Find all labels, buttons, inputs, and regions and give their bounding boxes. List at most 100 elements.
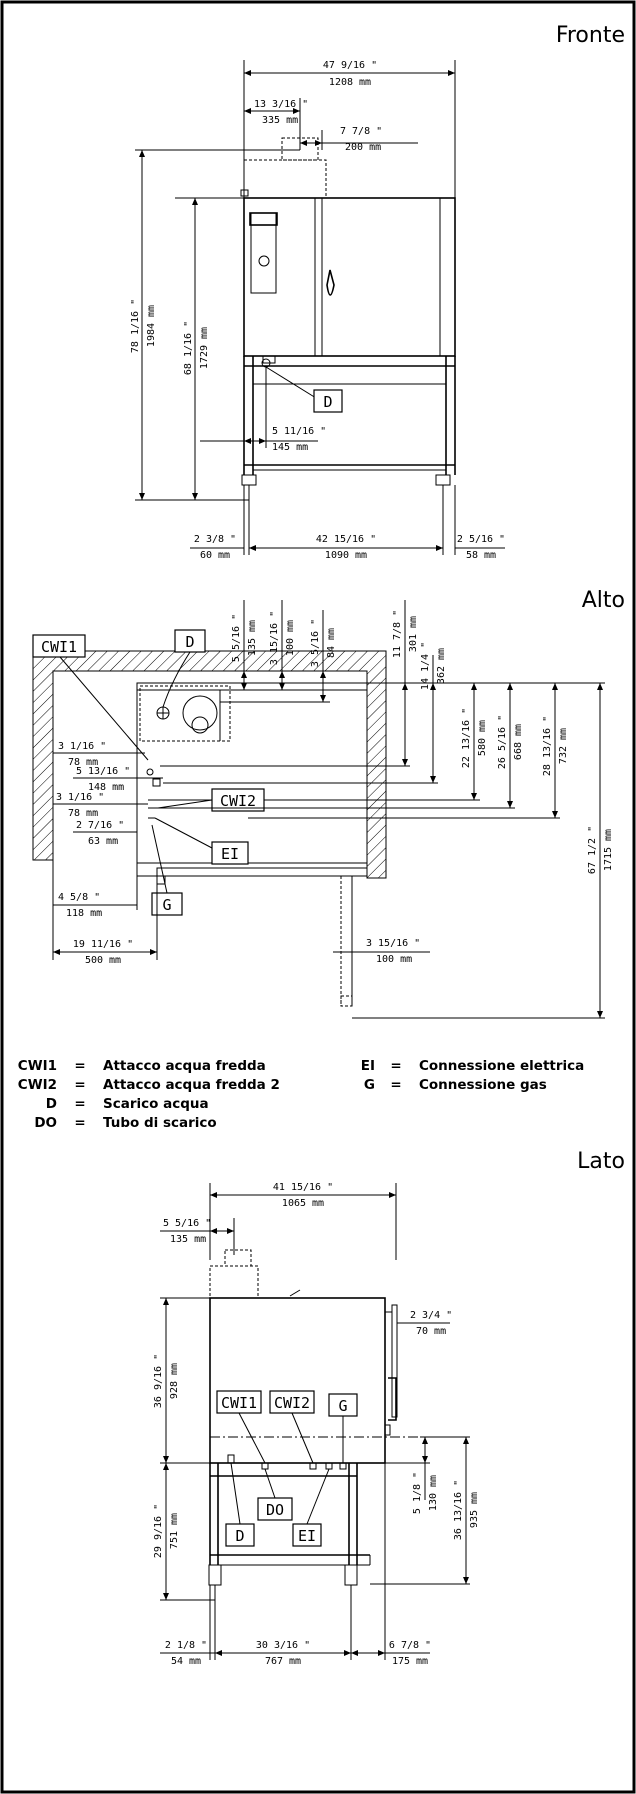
top-h5-mm: 118 mm — [66, 908, 102, 919]
top-dim5-in: 14 1/4 " — [420, 642, 431, 690]
side-feet-span-mm: 767 mm — [265, 1656, 301, 1667]
legend-eq: = — [390, 1058, 401, 1074]
top-h5-in: 4 5/8 " — [58, 892, 100, 903]
legend-code: G — [364, 1077, 375, 1093]
top-wall-hatch — [32, 650, 387, 879]
front-right-offset-in: 2 5/16 " — [457, 534, 505, 545]
front-oven-body — [243, 197, 456, 357]
top-h3-in: 3 1/16 " — [56, 792, 104, 803]
legend-code: CWI1 — [18, 1058, 57, 1074]
front-flue2-in: 7 7/8 " — [340, 126, 382, 137]
top-tag-g: G — [162, 896, 171, 914]
legend-eq: = — [74, 1096, 85, 1112]
front-left-offset-in: 2 3/8 " — [194, 534, 236, 545]
top-h2-in: 5 13/16 " — [76, 766, 130, 777]
front-door-handle — [326, 269, 335, 296]
side-tag-ei: EI — [298, 1527, 316, 1545]
top-h6-in: 19 11/16 " — [73, 939, 133, 950]
front-feet-span-mm: 1090 mm — [325, 550, 367, 561]
side-feet-span-in: 30 3/16 " — [256, 1640, 310, 1651]
side-conn-mm: 130 mm — [428, 1475, 439, 1511]
top-h2-mm: 148 mm — [88, 782, 124, 793]
side-view-title: Lato — [577, 1149, 625, 1174]
front-total-height-mm: 1984 mm — [146, 305, 157, 347]
top-dim1-mm: 135 mm — [247, 620, 258, 656]
legend-code: EI — [361, 1058, 375, 1074]
side-tag-do: DO — [266, 1501, 284, 1519]
legend-text: Connessione elettrica — [419, 1058, 584, 1074]
side-right-offset-in: 6 7/8 " — [389, 1640, 431, 1651]
side-handle-mm: 70 mm — [416, 1326, 446, 1337]
front-view-title: Fronte — [556, 23, 625, 48]
legend-text: Attacco acqua fredda 2 — [103, 1077, 280, 1093]
side-tag-cwi2: CWI2 — [274, 1394, 310, 1412]
legend-eq: = — [74, 1058, 85, 1074]
side-oven-height-mm: 928 mm — [169, 1363, 180, 1399]
front-width-in: 47 9/16 " — [323, 60, 377, 71]
top-dim3-mm: 84 mm — [326, 628, 337, 658]
legend-code: D — [46, 1096, 57, 1112]
top-dim8-mm: 732 mm — [558, 728, 569, 764]
front-view: Fronte 47 9/16 " 1208 mm 13 3/16 " 335 m… — [130, 23, 625, 561]
front-total-height-in: 78 1/16 " — [130, 299, 141, 353]
side-oven-body — [209, 1297, 386, 1464]
front-flue2-mm: 200 mm — [345, 142, 381, 153]
front-left-offset-mm: 60 mm — [200, 550, 230, 561]
top-dim7-in: 26 5/16 " — [497, 715, 508, 769]
top-dim9-in: 67 1/2 " — [587, 826, 598, 874]
front-flue-in: 13 3/16 " — [254, 99, 308, 110]
side-tag-d: D — [235, 1527, 244, 1545]
top-dim6-mm: 580 mm — [477, 720, 488, 756]
legend: CWI1 = Attacco acqua fredda CWI2 = Attac… — [18, 1058, 584, 1131]
top-tag-d: D — [185, 633, 194, 651]
side-handle-in: 2 3/4 " — [410, 1310, 452, 1321]
legend-text: Attacco acqua fredda — [103, 1058, 266, 1074]
top-tag-ei: EI — [221, 845, 239, 863]
side-left-offset-mm: 54 mm — [171, 1656, 201, 1667]
top-dim7-mm: 668 mm — [513, 724, 524, 760]
side-conn-total-mm: 935 mm — [469, 1492, 480, 1528]
legend-eq: = — [74, 1077, 85, 1093]
top-dim2-in: 3 15/16 " — [269, 611, 280, 665]
side-stand-height-in: 29 9/16 " — [153, 1504, 164, 1558]
front-flue-mm: 335 mm — [262, 115, 298, 126]
top-dim6-in: 22 13/16 " — [461, 708, 472, 768]
front-drain-in: 5 11/16 " — [272, 426, 326, 437]
top-h7-mm: 100 mm — [376, 954, 412, 965]
legend-text: Connessione gas — [419, 1077, 547, 1093]
front-tag-d: D — [323, 393, 332, 411]
side-depth-in: 41 15/16 " — [273, 1182, 333, 1193]
legend-code: DO — [34, 1115, 57, 1131]
top-dim9-mm: 1715 mm — [603, 829, 614, 871]
side-door-handle — [388, 1377, 397, 1421]
front-right-offset-mm: 58 mm — [466, 550, 496, 561]
top-dim1-in: 5 5/16 " — [231, 614, 242, 662]
side-conn-total-in: 36 13/16 " — [453, 1480, 464, 1540]
front-drain-mm: 145 mm — [272, 442, 308, 453]
top-h3-mm: 78 mm — [68, 808, 98, 819]
top-dim3-in: 3 5/16 " — [310, 619, 321, 667]
side-conn-in: 5 1/8 " — [412, 1472, 423, 1514]
top-dim2-mm: 100 mm — [285, 620, 296, 656]
top-h1-in: 3 1/16 " — [58, 741, 106, 752]
side-left-offset-in: 2 1/8 " — [165, 1640, 207, 1651]
top-view: Alto CWI1 D CWI2 — [32, 588, 625, 1019]
top-dim8-in: 28 13/16 " — [542, 716, 553, 776]
front-width-mm: 1208 mm — [329, 77, 371, 88]
side-stand-height-mm: 751 mm — [169, 1513, 180, 1549]
legend-text: Scarico acqua — [103, 1096, 209, 1112]
side-right-offset-mm: 175 mm — [392, 1656, 428, 1667]
legend-code: CWI2 — [18, 1077, 57, 1093]
top-h4-in: 2 7/16 " — [76, 820, 124, 831]
side-view: Lato 41 15/16 " 1065 mm 5 5/16 " 135 mm — [153, 1149, 625, 1667]
front-oven-height-mm: 1729 mm — [199, 327, 210, 369]
top-dim4-mm: 301 mm — [408, 616, 419, 652]
top-h6-mm: 500 mm — [85, 955, 121, 966]
front-feet-span-in: 42 15/16 " — [316, 534, 376, 545]
side-flue-in: 5 5/16 " — [163, 1218, 211, 1229]
front-tag-d-box — [313, 389, 343, 413]
side-oven-height-in: 36 9/16 " — [153, 1354, 164, 1408]
side-flue-mm: 135 mm — [170, 1234, 206, 1245]
